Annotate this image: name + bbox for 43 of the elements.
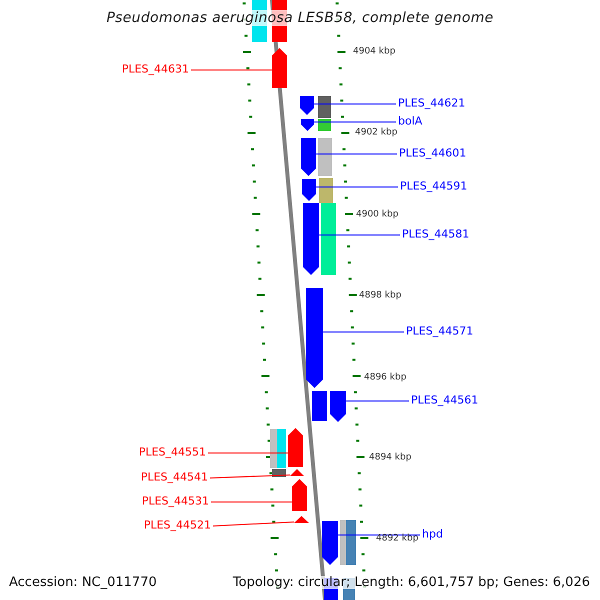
- gene-label: PLES_44541: [140, 472, 208, 482]
- position-label: 4904 kbp: [353, 48, 396, 56]
- gene-marker: [330, 391, 346, 422]
- position-label: 4902 kbp: [355, 128, 398, 138]
- position-label: 4898 kbp: [359, 292, 402, 300]
- position-label: 4900 kbp: [356, 210, 398, 220]
- gene-marker: [272, 48, 287, 88]
- gene-label: PLES_44581: [402, 228, 470, 240]
- gene-label: PLES_44571: [406, 326, 474, 336]
- leader-line: [338, 534, 420, 536]
- gene-label: PLES_44521: [144, 520, 211, 530]
- genome-info: Accession: NC_011770: [9, 576, 157, 589]
- leader-line: [208, 452, 288, 454]
- leader-line: [318, 234, 400, 236]
- gene-marker: [301, 119, 314, 131]
- title: Pseudomonas aeruginosa LESB58, complete genome: [104, 10, 496, 26]
- leader-line: [210, 474, 290, 478]
- gene-label: PLES_44531: [142, 496, 209, 506]
- leader-line: [212, 522, 294, 526]
- gene-label: bolA: [398, 116, 422, 126]
- gene-label: PLES_44591: [400, 180, 468, 192]
- gene-marker: [300, 96, 314, 115]
- gene-marker: [301, 138, 316, 176]
- gene-label: PLES_44601: [399, 148, 466, 158]
- gene-label: hpd: [422, 528, 443, 540]
- gene-label: PLES_44551: [138, 446, 206, 458]
- position-label: 4892 kbp: [376, 534, 418, 544]
- gene-marker: [292, 479, 307, 511]
- position-label: 4896 kbp: [364, 374, 406, 382]
- position-label: 4894 kbp: [369, 454, 412, 462]
- gene-marker: [290, 469, 304, 476]
- gene-marker: [303, 203, 319, 275]
- gene-label: PLES_44621: [398, 98, 466, 108]
- leader-line: [346, 400, 410, 402]
- genome-info: Topology: circular; Length: 6,601,757 bp; Genes: 6,026: [232, 576, 590, 589]
- gene-label: PLES_44561: [411, 394, 478, 406]
- gene-marker: [322, 521, 338, 565]
- gene-marker: [306, 288, 323, 388]
- gene-label: PLES_44631: [122, 64, 189, 74]
- gene-marker: [302, 179, 316, 201]
- gene-marker: [288, 428, 303, 467]
- leader-line: [316, 186, 398, 188]
- gene-marker: [294, 516, 309, 523]
